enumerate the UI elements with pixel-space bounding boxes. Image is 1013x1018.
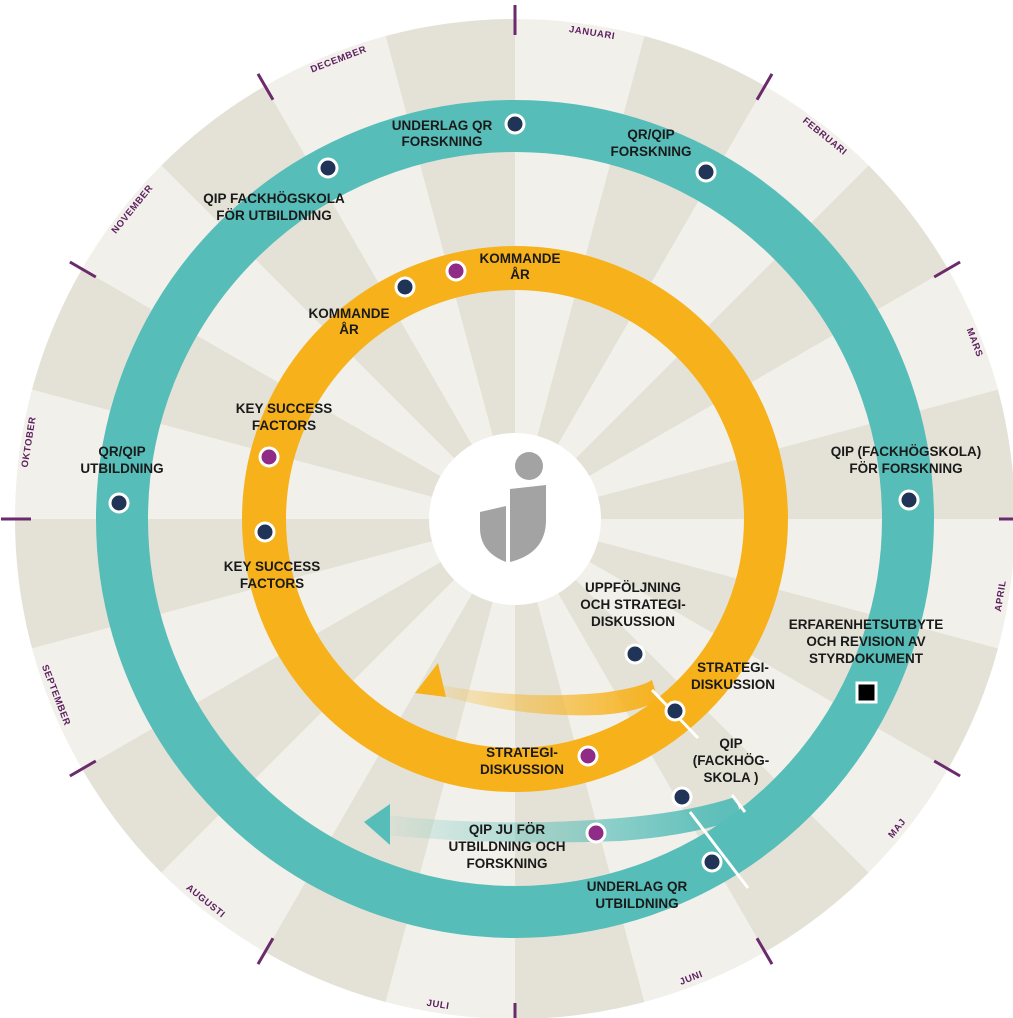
- ji-logo-icon: [480, 452, 546, 562]
- svg-text:KEY SUCCESS: KEY SUCCESS: [224, 559, 321, 574]
- svg-text:STYRDOKUMENT: STYRDOKUMENT: [809, 651, 924, 666]
- label-qr-qip-forskning: QR/QIP FORSKNING: [611, 127, 692, 159]
- svg-text:DISKUSSION: DISKUSSION: [591, 614, 675, 629]
- svg-text:UTBILDNING: UTBILDNING: [80, 461, 163, 476]
- label-kommande-ar-navy: KOMMANDE ÅR: [309, 306, 390, 337]
- month-sector: [515, 86, 869, 519]
- purple-dot: [585, 822, 607, 844]
- svg-text:QIP FACKHÖGSKOLA: QIP FACKHÖGSKOLA: [203, 191, 345, 206]
- markers: [108, 113, 920, 873]
- navy-dot: [695, 161, 717, 183]
- svg-text:(FACKHÖG-: (FACKHÖG-: [693, 753, 770, 768]
- label-kommande-ar-purple: KOMMANDE ÅR: [480, 251, 561, 282]
- black-square-marker: [855, 681, 878, 704]
- label-qip-fackhogskola-short: QIP (FACKHÖG- SKOLA ): [693, 736, 770, 785]
- purple-dot: [577, 745, 599, 767]
- svg-text:OCH STRATEGI-: OCH STRATEGI-: [580, 597, 686, 612]
- month-tick: [256, 73, 275, 101]
- month-sector: [161, 86, 515, 519]
- svg-text:KOMMANDE: KOMMANDE: [480, 251, 561, 266]
- label-erfarenhetsutbyte: ERFARENHETSUTBYTE OCH REVISION AV STYRDO…: [789, 617, 944, 666]
- month-label-juli: JULI: [426, 998, 450, 1012]
- label-qr-qip-utbildning: QR/QIP UTBILDNING: [80, 444, 163, 476]
- svg-text:QR/QIP: QR/QIP: [627, 127, 674, 142]
- svg-text:DISKUSSION: DISKUSSION: [691, 677, 775, 692]
- inner-orange-ring: [242, 246, 788, 792]
- label-key-success-factors-2: KEY SUCCESS FACTORS: [224, 559, 321, 591]
- label-strategi-diskussion-purple: STRATEGI- DISKUSSION: [480, 745, 564, 777]
- month-tick: [69, 260, 97, 279]
- month-sector: [515, 519, 948, 873]
- svg-text:QIP (FACKHÖGSKOLA): QIP (FACKHÖGSKOLA): [831, 444, 982, 459]
- svg-text:UNDERLAG QR: UNDERLAG QR: [587, 879, 688, 894]
- ring-divider: [730, 794, 747, 813]
- navy-dot: [317, 157, 339, 179]
- label-qip-fackhogskola-utbildning: QIP FACKHÖGSKOLA FÖR UTBILDNING: [203, 191, 345, 223]
- navy-dot: [624, 643, 646, 665]
- month-sector: [82, 165, 515, 519]
- label-qip-ju: QIP JU FÖR UTBILDNING OCH FORSKNING: [449, 822, 566, 871]
- month-tick: [933, 260, 961, 279]
- svg-text:ÅR: ÅR: [510, 267, 530, 282]
- orange-progress-arrow: [440, 680, 658, 716]
- purple-dot: [445, 260, 467, 282]
- ring-divider: [688, 811, 750, 889]
- label-key-success-factors-1: KEY SUCCESS FACTORS: [236, 401, 333, 433]
- svg-text:QIP JU FÖR: QIP JU FÖR: [469, 822, 546, 837]
- navy-dot: [671, 786, 693, 808]
- month-sector: [515, 165, 948, 519]
- navy-dot: [504, 113, 526, 135]
- svg-text:FORSKNING: FORSKNING: [467, 856, 548, 871]
- svg-text:UTBILDNING OCH: UTBILDNING OCH: [449, 839, 566, 854]
- teal-progress-arrow: [385, 797, 742, 843]
- month-tick: [933, 759, 961, 778]
- svg-text:OCH REVISION AV: OCH REVISION AV: [806, 634, 925, 649]
- svg-text:KOMMANDE: KOMMANDE: [309, 306, 390, 321]
- svg-text:FACTORS: FACTORS: [240, 576, 304, 591]
- svg-text:FACTORS: FACTORS: [252, 418, 316, 433]
- svg-text:ÅR: ÅR: [339, 322, 359, 337]
- svg-text:FÖR UTBILDNING: FÖR UTBILDNING: [216, 208, 332, 223]
- svg-text:DISKUSSION: DISKUSSION: [480, 762, 564, 777]
- svg-text:QIP: QIP: [719, 736, 742, 751]
- orange-arrowhead: [415, 663, 446, 697]
- svg-text:FÖR FORSKNING: FÖR FORSKNING: [849, 461, 962, 476]
- svg-text:FORSKNING: FORSKNING: [611, 144, 692, 159]
- purple-dot: [258, 446, 280, 468]
- month-sector: [515, 519, 869, 952]
- month-label-april: APRIL: [993, 580, 1009, 613]
- navy-dot: [701, 851, 723, 873]
- svg-text:QR/QIP: QR/QIP: [98, 444, 145, 459]
- svg-text:ERFARENHETSUTBYTE: ERFARENHETSUTBYTE: [789, 617, 944, 632]
- label-underlag-qr-utbildning: UNDERLAG QR UTBILDNING: [587, 879, 688, 911]
- label-uppfoljning-strategi: UPPFÖLJNING OCH STRATEGI- DISKUSSION: [580, 580, 686, 629]
- navy-dot: [108, 492, 130, 514]
- label-strategi-diskussion-orange: STRATEGI- DISKUSSION: [691, 660, 775, 692]
- svg-text:STRATEGI-: STRATEGI-: [697, 660, 769, 675]
- teal-arrowhead: [364, 804, 390, 845]
- svg-text:FORSKNING: FORSKNING: [402, 134, 483, 149]
- month-sector: [161, 519, 515, 952]
- svg-text:UPPFÖLJNING: UPPFÖLJNING: [585, 580, 681, 595]
- month-tick: [755, 73, 774, 101]
- svg-text:UNDERLAG QR: UNDERLAG QR: [392, 118, 493, 133]
- month-sector: [82, 519, 515, 873]
- svg-text:STRATEGI-: STRATEGI-: [486, 745, 558, 760]
- navy-dot: [898, 489, 920, 511]
- month-tick: [69, 759, 97, 778]
- label-underlag-qr-forskning: UNDERLAG QR FORSKNING: [392, 118, 493, 149]
- svg-text:SKOLA ): SKOLA ): [704, 770, 759, 785]
- month-tick: [755, 937, 774, 965]
- svg-text:KEY SUCCESS: KEY SUCCESS: [236, 401, 333, 416]
- navy-dot: [664, 700, 686, 722]
- navy-dot: [394, 276, 416, 298]
- label-qip-fackhogskola-forskning: QIP (FACKHÖGSKOLA) FÖR FORSKNING: [831, 444, 982, 476]
- month-tick: [256, 937, 275, 965]
- navy-dot: [254, 521, 276, 543]
- svg-text:UTBILDNING: UTBILDNING: [595, 896, 678, 911]
